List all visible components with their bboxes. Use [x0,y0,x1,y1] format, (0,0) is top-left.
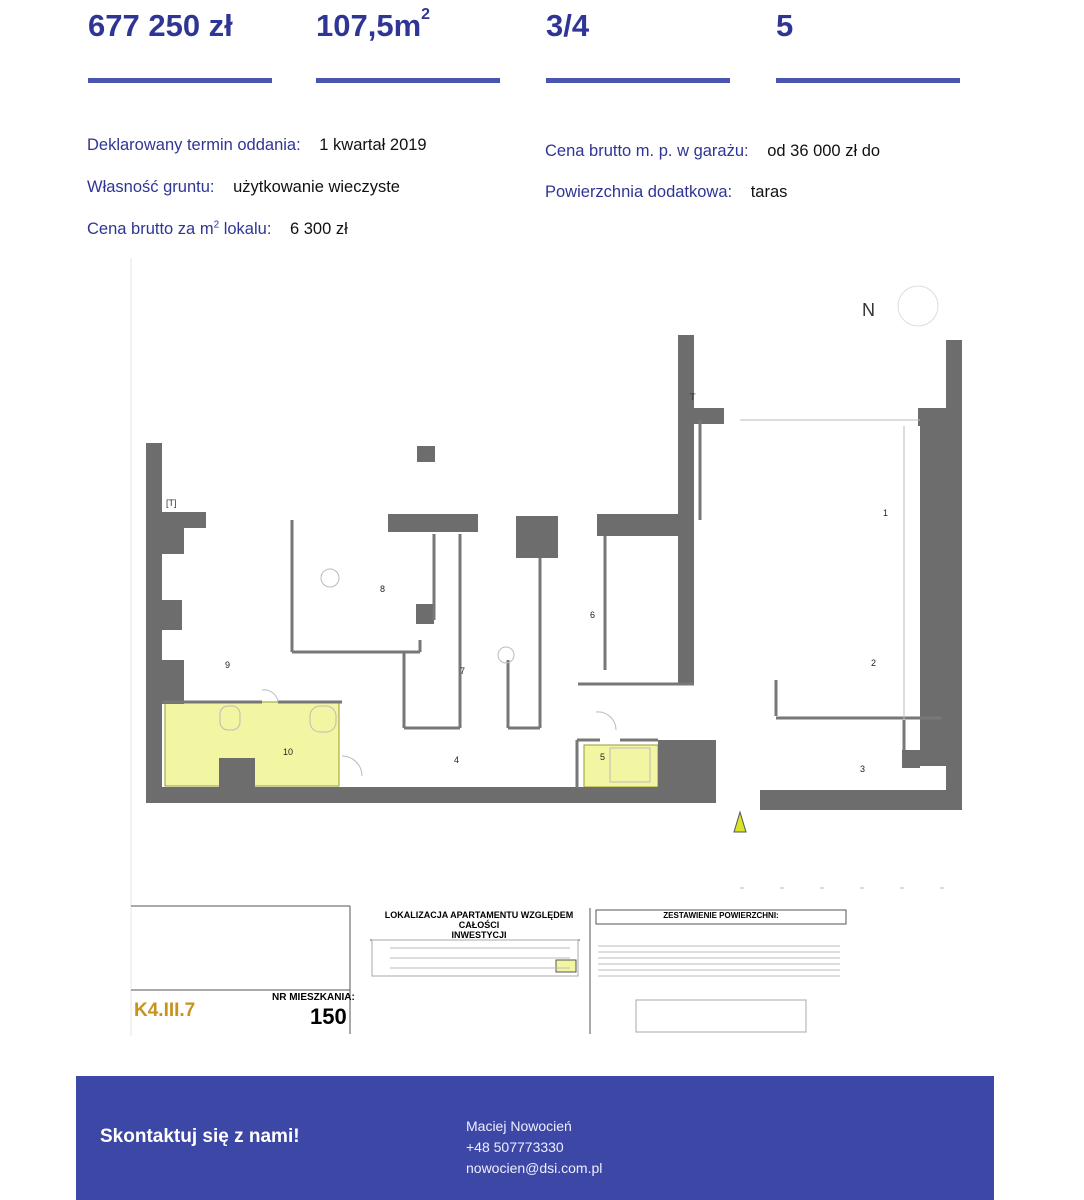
extra-area-value: taras [750,183,788,201]
garage-label: Cena brutto m. p. w garażu: [545,142,749,160]
room-9-number: 9 [225,660,230,670]
ownership-row: Własność gruntu: użytkowanie wieczyste [87,178,400,197]
completion-row: Deklarowany termin oddania: 1 kwartał 20… [87,136,427,155]
price-m2-label: Cena brutto za m2 lokalu: [87,219,272,238]
room-numbers: 1 2 3 4 5 6 7 8 9 10 [225,508,888,774]
price-m2-label-sup: 2 [213,219,220,230]
room-7-number: 7 [460,666,465,676]
price-m2-label-suffix: lokalu: [219,219,272,238]
room-4-number: 4 [454,755,459,765]
extra-area-row: Powierzchnia dodatkowa: taras [545,183,787,202]
summary-rows [390,945,840,977]
apartment-number-label: NR MIESZKANIA: [272,992,355,1003]
room-1-number: 1 [883,508,888,518]
extra-area-label: Powierzchnia dodatkowa: [545,183,733,201]
area-underline [316,78,500,83]
north-label: N [862,300,875,320]
contact-email[interactable]: nowocien@dsi.com.pl [466,1160,603,1176]
price-m2-value: 6 300 zł [290,219,348,238]
area-number: 107,5m [316,8,422,43]
contact-phone[interactable]: +48 507773330 [466,1139,564,1155]
garage-row: Cena brutto m. p. w garażu: od 36 000 zł… [545,142,880,161]
room-5-number: 5 [600,752,605,762]
unit-code: K4.III.7 [134,1000,196,1021]
garage-value: od 36 000 zł do [767,142,881,160]
apartment-number-value: 150 [310,1004,347,1029]
price-value: 677 250 zł [88,8,233,43]
floor-plan: N [130,258,962,1036]
room-2-number: 2 [871,658,876,668]
room-6-number: 6 [590,610,595,620]
entrance-marker [733,810,747,833]
contact-name: Maciej Nowocień [466,1118,572,1134]
compass-icon [897,285,939,327]
location-title-line-2: INWESTYCJI [451,930,507,940]
contact-footer: Skontaktuj się z nami! Maciej Nowocień +… [76,1076,994,1200]
price-m2-label-text: Cena brutto za m [87,219,214,238]
price-underline [88,78,272,83]
fixtures [219,419,960,889]
svg-text:T: T [690,392,696,402]
floor-value: 3/4 [546,8,590,43]
svg-text:[T]: [T] [166,498,177,508]
summary-title: ZESTAWIENIE POWIERZCHNI: [663,911,779,920]
room-8-number: 8 [380,584,385,594]
rooms-value: 5 [776,8,794,43]
contact-cta: Skontaktuj się z nami! [100,1126,300,1147]
room-5-highlight [583,744,659,788]
walls [146,335,962,810]
floor-underline [546,78,730,83]
room-10-number: 10 [283,747,293,757]
area-unit-sup: 2 [421,6,431,23]
ownership-label: Własność gruntu: [87,178,215,196]
location-title-line-1: LOKALIZACJA APARTAMENTU WZGLĘDEM CAŁOŚCI [384,910,574,930]
completion-value: 1 kwartał 2019 [319,136,427,154]
room-3-number: 3 [860,764,865,774]
rooms-underline [776,78,960,83]
completion-label: Deklarowany termin oddania: [87,136,301,154]
partitions [162,420,942,788]
location-title: LOKALIZACJA APARTAMENTU WZGLĘDEM CAŁOŚCI… [366,910,592,940]
area-value: 107,5m2 [316,6,431,44]
price-m2-row: Cena brutto za m2 lokalu: 6 300 zł [87,219,348,239]
ownership-value: użytkowanie wieczyste [233,178,400,196]
title-block [131,905,847,1034]
